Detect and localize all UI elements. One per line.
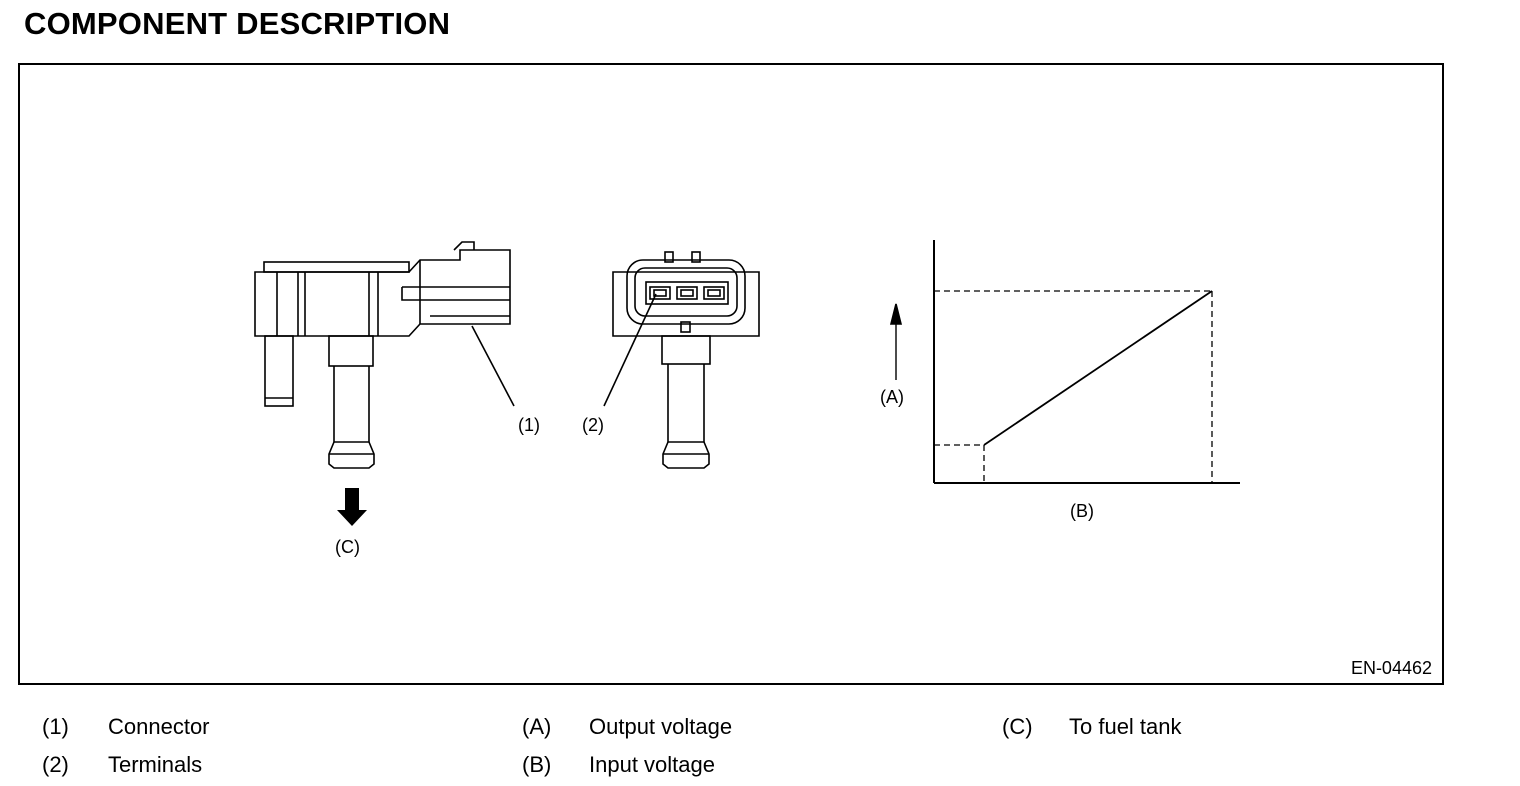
voltage-characteristic-graph	[889, 240, 1240, 484]
callout-fuel-tank: (C)	[335, 537, 360, 557]
page-title: COMPONENT DESCRIPTION	[24, 6, 451, 41]
callout-terminals: (2)	[582, 415, 604, 435]
callout-connector: (1)	[518, 415, 540, 435]
sensor-diagram: (1) (2) (A) (B) (C)	[254, 240, 1240, 557]
legend-key: (1)	[42, 714, 69, 739]
diagram-frame: (1) (2) (A) (B) (C) EN-04462	[18, 63, 1444, 685]
legend-key: (A)	[522, 714, 552, 739]
figure-code: EN-04462	[1350, 658, 1432, 678]
legend-key: (B)	[522, 752, 552, 777]
sensor-front-view	[603, 251, 760, 469]
legend-key: (C)	[1002, 714, 1033, 739]
legend-item: (A) Output voltage	[522, 714, 842, 742]
legend-item: (B) Input voltage	[522, 752, 842, 780]
legend-item: (2) Terminals	[42, 752, 342, 780]
legend-text: Connector	[108, 714, 210, 739]
fuel-tank-arrow-icon	[337, 488, 367, 526]
callout-output-voltage: (A)	[880, 387, 904, 407]
legend-text: Output voltage	[589, 714, 733, 739]
callout-input-voltage: (B)	[1070, 501, 1094, 521]
legend-item: (1) Connector	[42, 714, 342, 742]
legend-text: Terminals	[108, 752, 203, 777]
legend-text: To fuel tank	[1069, 714, 1182, 739]
legend-key: (2)	[42, 752, 69, 777]
legend-item: (C) To fuel tank	[1002, 714, 1322, 742]
sensor-side-view	[254, 241, 515, 469]
legend-text: Input voltage	[589, 752, 715, 777]
